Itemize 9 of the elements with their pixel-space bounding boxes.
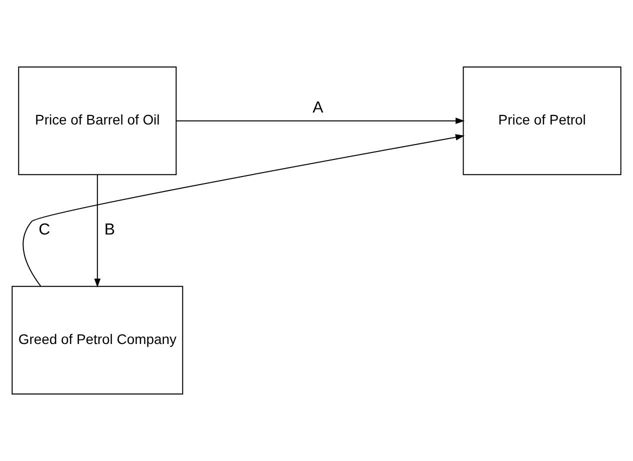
- node-box: Price of Barrel of Oil: [18, 66, 177, 176]
- edge-label: C: [38, 221, 50, 238]
- arrow: [94, 174, 101, 288]
- edge-label: B: [104, 221, 115, 238]
- edge-label: A: [312, 100, 322, 117]
- node-box: Price of Petrol: [462, 66, 622, 176]
- node-box: Greed of Petrol Company: [12, 286, 184, 394]
- arrow: [22, 134, 465, 287]
- arrow: [176, 118, 465, 124]
